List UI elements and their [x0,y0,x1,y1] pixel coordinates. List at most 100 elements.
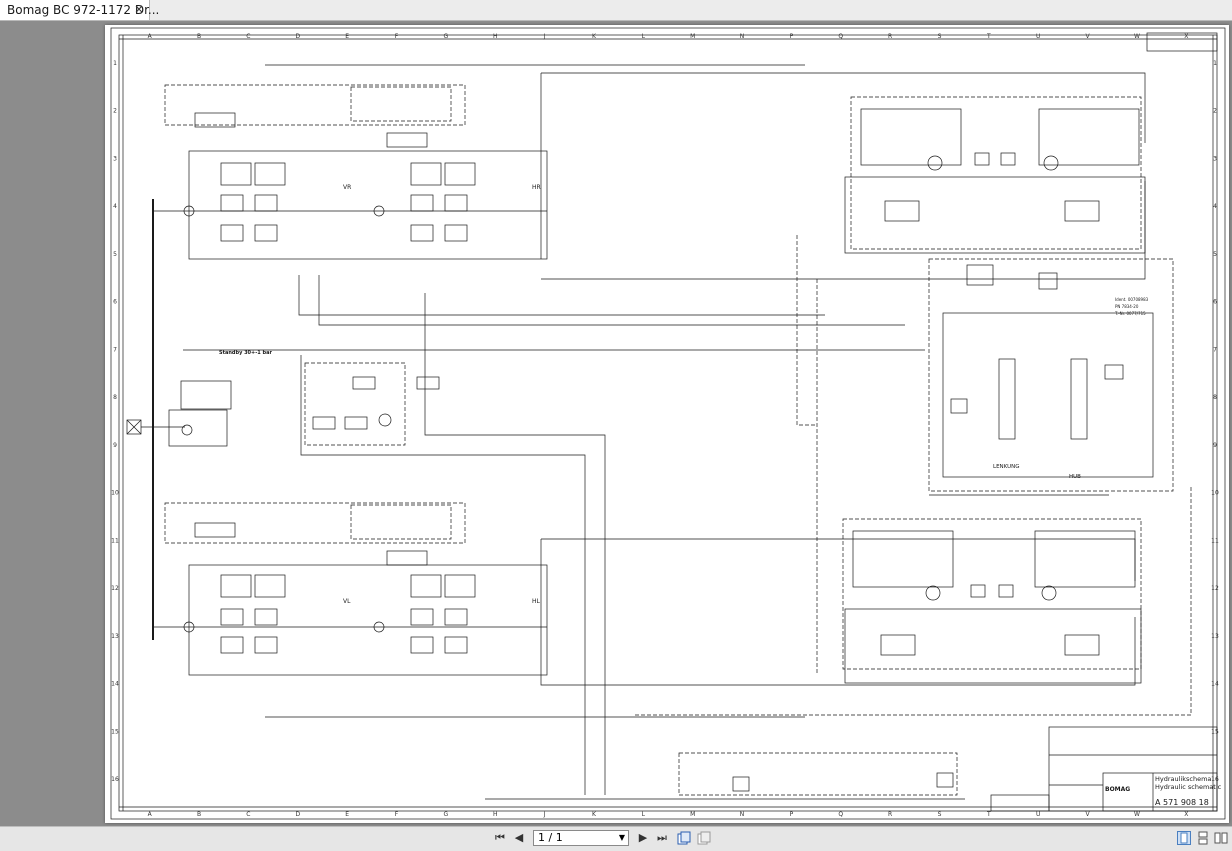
grid-column-letter: X [1184,811,1188,818]
next-page-icon[interactable]: ▶ [638,831,648,844]
grid-row-number: 5 [113,251,117,258]
grid-row-number: 2 [1213,108,1217,115]
grid-row-number: 1 [1213,60,1217,67]
grid-column-letter: P [790,811,794,818]
grid-column-letter: K [592,811,597,818]
grid-column-letter: V [1086,33,1091,40]
label-hl: HL [532,598,541,605]
label-ident-1: Ident. 00708983 [1115,297,1149,302]
document-tab[interactable]: Bomag BC 972-1172 Dr... × [0,0,159,20]
grid-column-letter: M [690,811,695,818]
grid-row-number: 7 [1213,346,1217,353]
grid-column-letter: T [986,33,991,40]
grid-column-letter: A [148,33,153,40]
grid-row-number: 1 [113,60,117,67]
facing-layout-icon[interactable] [1214,831,1228,845]
first-page-icon[interactable]: ⏮ [495,831,505,844]
grid-row-number: 15 [1211,728,1219,735]
grid-row-number: 5 [1213,251,1217,258]
grid-column-letter: T [986,811,991,818]
grid-column-letter: G [444,811,449,818]
grid-column-letter: B [197,33,201,40]
label-standby: Standby 30+-1 bar [219,350,272,356]
page-number-select[interactable]: 1 / 1 ▼ [533,830,629,846]
grid-column-letter: J [543,33,546,40]
grid-column-letter: L [642,33,646,40]
document-tab-title: Bomag BC 972-1172 Dr... [7,3,160,17]
label-vr: VR [343,184,351,191]
grid-row-number: 12 [111,585,119,592]
grid-row-number: 10 [1211,490,1219,497]
grid-column-letter: U [1036,33,1040,40]
grid-column-letter: E [345,811,349,818]
page-view-icon[interactable] [677,831,691,845]
grid-column-letter: J [543,811,546,818]
grid-row-number: 13 [1211,633,1219,640]
grid-row-number: 14 [111,681,119,688]
grid-column-letter: S [938,811,942,818]
grid-row-number: 16 [111,776,119,783]
grid-column-letter: M [690,33,695,40]
continuous-layout-icon[interactable] [1196,831,1210,845]
grid-column-letter: S [938,33,942,40]
grid-column-letter: Q [838,33,843,40]
tab-strip: Bomag BC 972-1172 Dr... × [0,0,1232,21]
grid-row-number: 4 [1213,203,1217,210]
label-vl: VL [343,598,351,605]
title-block-drawing-number: A 571 908 18 [1155,798,1209,807]
bottom-toolbar: ⏮ ◀ 1 / 1 ▼ ▶ ⏭ [0,826,1232,851]
grid-column-letter: N [740,811,745,818]
single-page-layout-icon[interactable] [1177,831,1191,845]
grid-column-letter: V [1086,811,1091,818]
grid-row-number: 16 [1211,776,1219,783]
grid-column-letter: G [444,33,449,40]
grid-row-number: 7 [113,346,117,353]
chevron-down-icon: ▼ [618,833,625,842]
grid-row-number: 8 [1213,394,1217,401]
label-lenkung: LENKUNG [993,464,1020,470]
grid-column-letter: F [395,811,399,818]
grid-column-letter: K [592,33,597,40]
grid-column-letter: C [246,811,250,818]
label-ident-3: T.-Nr. 0077/715 [1114,311,1146,316]
page-number-value: 1 / 1 [538,831,563,844]
grid-column-letter: L [642,811,646,818]
close-icon[interactable]: × [133,2,144,16]
grid-row-number: 6 [1213,299,1217,306]
grid-row-number: 14 [1211,681,1219,688]
grid-row-number: 15 [111,728,119,735]
grid-column-letter: W [1134,33,1140,40]
grid-row-number: 3 [1213,155,1217,162]
grid-column-letter: P [790,33,794,40]
last-page-icon[interactable]: ⏭ [657,831,667,844]
grid-row-number: 9 [1213,442,1217,449]
title-block-title-en: Hydraulic schematic [1155,783,1222,791]
grid-row-number: 2 [113,108,117,115]
grid-column-letter: X [1184,33,1188,40]
grid-column-letter: W [1134,811,1140,818]
grid-column-letter: H [493,33,498,40]
grid-row-number: 3 [113,155,117,162]
grid-column-letter: D [295,33,300,40]
grid-row-number: 4 [113,203,117,210]
grid-column-letter: U [1036,811,1040,818]
label-hub: HUB [1069,474,1081,480]
grid-column-letter: R [888,811,892,818]
grid-row-number: 11 [1211,537,1219,544]
grid-column-letter: B [197,811,201,818]
grid-row-number: 12 [1211,585,1219,592]
grid-row-number: 13 [111,633,119,640]
title-block-brand: BOMAG [1105,786,1130,793]
grid-row-number: 6 [113,299,117,306]
grid-column-letter: A [148,811,153,818]
hydraulic-schematic-drawing: AABBCCDDEEFFGGHHJJKKLLMMNNPPQQRRSSTTUUVV… [110,27,1226,820]
grid-column-letter: E [345,33,349,40]
grid-column-letter: H [493,811,498,818]
label-ident-2: PN 7834-20 [1115,304,1139,309]
grid-column-letter: D [295,811,300,818]
two-page-view-icon[interactable] [697,831,711,845]
grid-column-letter: C [246,33,250,40]
previous-page-icon[interactable]: ◀ [514,831,524,844]
